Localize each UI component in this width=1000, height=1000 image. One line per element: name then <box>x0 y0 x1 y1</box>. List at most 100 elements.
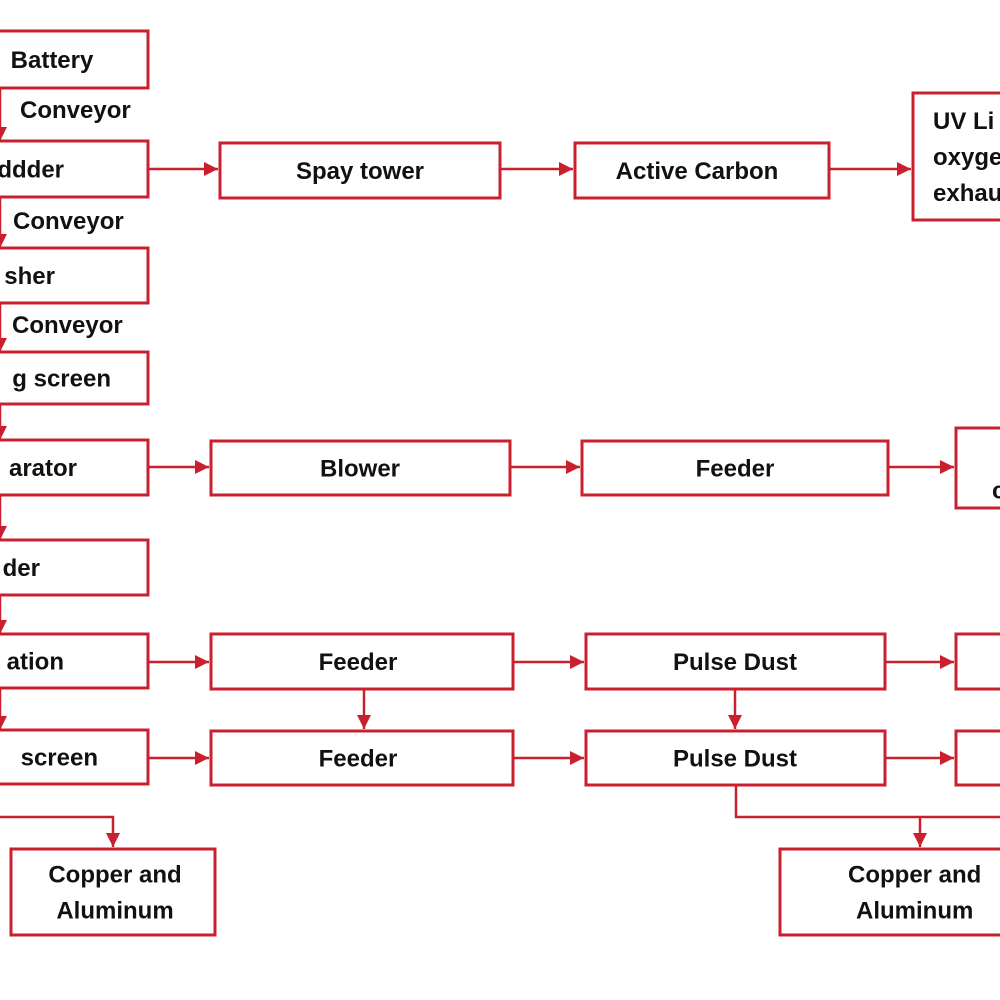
node-right-d-box <box>954 729 1000 787</box>
node-uv-label-3: exhau <box>933 180 1000 207</box>
node-shredder-label-1: eddder <box>0 156 64 183</box>
node-right-c-box <box>954 632 1000 691</box>
node-spay-tower-label-1: Spay tower <box>296 158 424 185</box>
node-spay-tower: Spay tower <box>218 141 502 200</box>
edge-blower-feeder-arrowhead <box>566 460 580 474</box>
edge-battery-shredder-arrowhead <box>0 127 7 141</box>
edge-screen-separator-arrowhead <box>0 426 7 440</box>
edge-shredder-crusher-arrowhead <box>0 234 7 248</box>
node-separation-box <box>0 632 150 690</box>
node-pulse-c-label-1: Pulse Dust <box>673 649 797 676</box>
edge-pulsec-rightc-arrowhead <box>940 655 954 669</box>
edge-left-cu-al-arrowhead <box>106 833 120 847</box>
node-feeder-left-label-1: der <box>3 555 40 582</box>
node-screen1-label-1: g screen <box>12 365 111 392</box>
node-feeder-left-box <box>0 538 150 597</box>
node-feeder-b: Feeder <box>580 439 890 497</box>
edge-crusher-screen-label: Conveyor <box>12 312 123 339</box>
node-uv-label-1: UV Li <box>933 108 994 135</box>
node-uv-box <box>911 91 1000 222</box>
node-feeder-left: der <box>0 538 150 597</box>
node-battery: Battery <box>0 29 150 90</box>
node-screen2-label-1: screen <box>21 744 98 771</box>
node-feeder-d-box <box>209 729 515 787</box>
edge-crusher-screen-arrowhead <box>0 338 7 352</box>
node-pulse-d-label-1: Pulse Dust <box>673 745 797 772</box>
edge-pulsed-rightd-arrowhead <box>940 751 954 765</box>
edges-layer <box>0 88 1000 847</box>
node-cu-al-left-label-1: Copper and <box>48 861 181 888</box>
nodes-layer: Battery eddder sher g screen arator der ation s… <box>0 29 1000 937</box>
edge-screen2-feederd-arrowhead <box>195 751 209 765</box>
edge-separation-screen2-arrowhead <box>0 716 7 730</box>
node-uv-label-2: oxyge <box>933 144 1000 171</box>
node-pulse-d: Pulse Dust <box>584 729 887 787</box>
node-screen1-box <box>0 350 150 406</box>
edge-shredder-spay-arrowhead <box>204 162 218 176</box>
edge-feeder-rightb-arrowhead <box>940 460 954 474</box>
node-feeder-c: Feeder <box>209 632 515 691</box>
node-screen2: screen <box>0 728 150 786</box>
edge-feeder-separation-arrowhead <box>0 620 7 634</box>
edge-pulsed-cu-al-line <box>734 785 1000 819</box>
edge-separation-feederc-arrowhead <box>195 655 209 669</box>
node-cu-al-right-box <box>778 847 1000 937</box>
node-active-carbon: Active Carbon <box>573 141 831 200</box>
node-cu-al-right-label-2: Aluminum <box>856 897 973 924</box>
node-right-b-box <box>954 426 1000 510</box>
node-crusher: sher <box>0 246 150 305</box>
node-battery-box <box>0 29 150 90</box>
node-cu-al-left-label-2: Aluminum <box>56 897 173 924</box>
node-cu-al-right-label-1: Copper and <box>848 861 981 888</box>
edge-separator-feeder-arrowhead <box>0 526 7 540</box>
node-battery-label-1: Battery <box>11 47 94 74</box>
node-separator-box <box>0 438 150 497</box>
node-right-b-label-1: c <box>992 477 1000 504</box>
node-blower: Blower <box>209 439 512 497</box>
node-screen1: g screen <box>0 350 150 406</box>
edge-separator-blower-arrowhead <box>195 460 209 474</box>
node-uv: UV Li oxyge exhau <box>911 91 1000 222</box>
node-feeder-b-label-1: Feeder <box>696 455 775 482</box>
node-right-d <box>954 729 1000 787</box>
node-crusher-box <box>0 246 150 305</box>
node-separator: arator <box>0 438 150 497</box>
node-right-b: c <box>954 426 1000 510</box>
node-crusher-label-1: sher <box>4 263 55 290</box>
edge-shredder-crusher-label: Conveyor <box>13 208 124 235</box>
edge-left-cu-al-line <box>0 815 115 847</box>
node-pulse-c: Pulse Dust <box>584 632 887 691</box>
edge-battery-shredder-label: Conveyor <box>20 97 131 124</box>
node-separation: ation <box>0 632 150 690</box>
node-shredder-box <box>0 139 150 199</box>
node-separator-label-1: arator <box>9 455 77 482</box>
node-pulse-d-box <box>584 729 887 787</box>
node-shredder: eddder <box>0 139 150 199</box>
node-feeder-d: Feeder <box>209 729 515 787</box>
edge-pulsec-pulsed-arrowhead <box>728 715 742 729</box>
edge-feederc-pulsec-arrowhead <box>570 655 584 669</box>
node-active-carbon-label-1: Active Carbon <box>616 158 779 185</box>
node-separation-label-1: ation <box>7 648 64 675</box>
node-blower-label-1: Blower <box>320 455 400 482</box>
node-screen2-box <box>0 728 150 786</box>
node-feeder-b-box <box>580 439 890 497</box>
node-feeder-c-label-1: Feeder <box>319 649 398 676</box>
edge-carbon-uv-arrowhead <box>897 162 911 176</box>
edge-feederd-pulsed-arrowhead <box>570 751 584 765</box>
edge-spay-carbon-arrowhead <box>559 162 573 176</box>
node-cu-al-left-box <box>9 847 217 937</box>
node-spay-tower-box <box>218 141 502 200</box>
node-pulse-c-box <box>584 632 887 691</box>
edge-pulsed-cu-al-branch-arrowhead <box>913 833 927 847</box>
node-feeder-d-label-1: Feeder <box>319 745 398 772</box>
node-feeder-c-box <box>209 632 515 691</box>
node-right-c <box>954 632 1000 691</box>
node-blower-box <box>209 439 512 497</box>
edge-feederc-feederd-arrowhead <box>357 715 371 729</box>
node-active-carbon-box <box>573 141 831 200</box>
